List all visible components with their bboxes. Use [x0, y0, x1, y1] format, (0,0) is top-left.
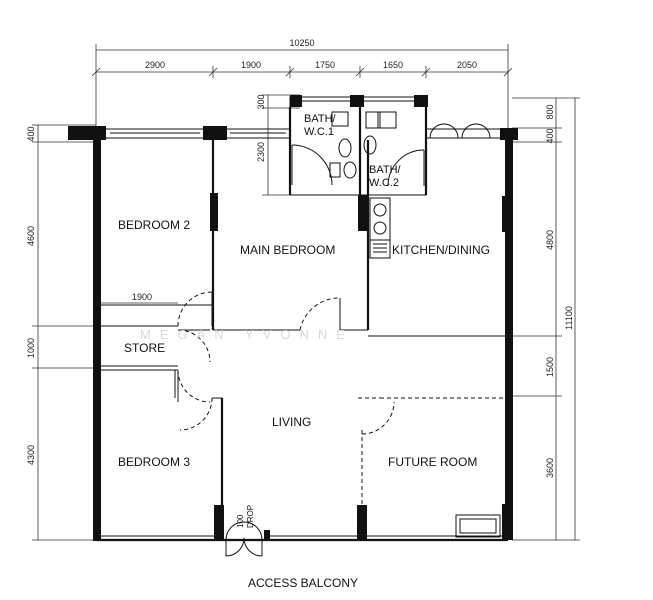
- dim-left-3: 1000: [26, 338, 36, 358]
- dim-left-1: 400: [26, 126, 36, 141]
- dimension-lines: [32, 44, 580, 541]
- dim-right-4: 1500: [545, 357, 555, 377]
- room-store: STORE: [124, 341, 165, 355]
- room-bedroom-3: BEDROOM 3: [118, 455, 190, 469]
- outer-walls: [68, 126, 518, 542]
- bath2-label-line2: W.C.2: [369, 177, 399, 189]
- bath1-label-line2: W.C.1: [304, 126, 334, 138]
- dim-seg-1: 2900: [145, 60, 165, 70]
- dim-store-width: 1900: [132, 292, 152, 302]
- kitchen-stove: [369, 197, 391, 259]
- dim-right-5: 3600: [545, 458, 555, 478]
- bathrooms: [288, 95, 428, 196]
- dim-right-1: 800: [545, 104, 555, 119]
- room-kitchen-dining: KITCHEN/DINING: [392, 243, 490, 257]
- dim-left-2: 4600: [26, 226, 36, 246]
- dim-seg-3: 1750: [315, 60, 335, 70]
- dim-bath-1: 300: [256, 94, 266, 109]
- dim-bath-2: 2300: [256, 142, 266, 162]
- access-balcony-label: ACCESS BALCONY: [248, 576, 358, 590]
- dim-right-3: 4800: [545, 230, 555, 250]
- room-future-room: FUTURE ROOM: [388, 455, 477, 469]
- room-main-bedroom: MAIN BEDROOM: [240, 243, 335, 257]
- bath2-label-line1: BATH/: [369, 164, 402, 176]
- drop-number: 100: [236, 514, 245, 528]
- watermark: MEGAN YVONNE: [140, 327, 354, 342]
- drop-label: DROP: [246, 505, 255, 528]
- room-living: LIVING: [272, 415, 311, 429]
- room-bedroom-2: BEDROOM 2: [118, 218, 190, 232]
- dim-seg-4: 1650: [383, 60, 403, 70]
- dim-right-total: 11100: [564, 306, 574, 330]
- dim-left-4: 4300: [26, 445, 36, 465]
- bath1-label-line1: BATH/: [304, 113, 337, 125]
- dim-right-2: 400: [545, 128, 555, 143]
- door-swings: [177, 291, 395, 557]
- dim-seg-5: 2050: [457, 60, 477, 70]
- interior-walls: [101, 140, 512, 540]
- kitchen-window: [429, 123, 491, 139]
- dim-seg-2: 1900: [241, 60, 261, 70]
- dim-total-width: 10250: [289, 38, 314, 48]
